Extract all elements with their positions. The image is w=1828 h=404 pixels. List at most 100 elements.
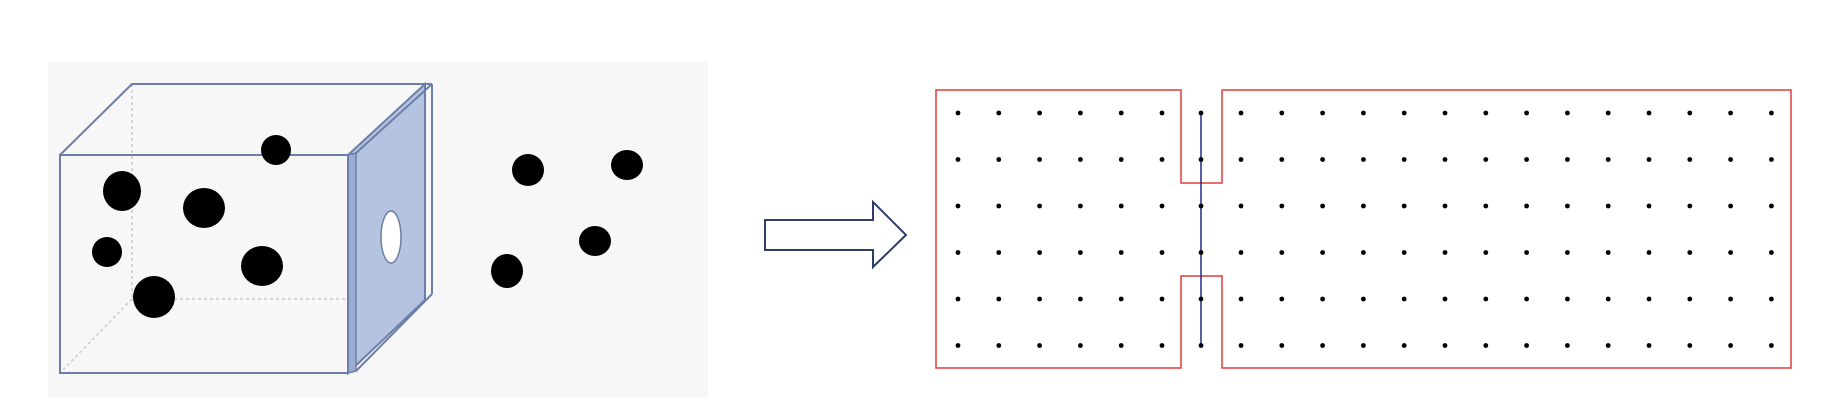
lattice-dot-left [1118,343,1124,348]
particle [133,276,175,318]
lattice-dot-slit [1198,343,1204,348]
lattice-dot-right [1565,250,1570,255]
box-top-edges [59,83,425,156]
lattice-dot-right [1646,203,1652,209]
lattice-dot-right [1646,110,1652,116]
lattice-dot-left [1159,157,1165,162]
particle [92,237,122,267]
lattice-dot-left [955,110,961,116]
lattice-dot-left [955,203,961,209]
lattice-dot-right [1524,343,1529,348]
lattice-dot-right [1728,250,1733,255]
right-arrow-icon [764,199,908,270]
lattice-dot-right [1401,343,1407,348]
lattice-dot-left [1037,250,1042,255]
lattice-dot-right [1279,203,1285,209]
lattice-dot-slit [1198,157,1204,162]
lattice-dot-left [1118,110,1124,116]
lattice-dot-right [1605,110,1611,116]
particle [261,135,291,165]
lattice-dot-right [1361,157,1366,162]
lattice-dot-right [1442,296,1448,302]
lattice-dot-right [1320,110,1325,116]
lattice-dot-left [996,157,1002,162]
lattice-dot-right [1361,203,1366,209]
box-hidden-edges [59,84,424,374]
lattice-dot-right [1646,157,1652,162]
lattice-dot-right [1279,343,1285,348]
lattice-dot-right [1565,203,1570,209]
lattice-dot-right [1279,250,1285,255]
lattice-dot-left [1159,296,1165,302]
lattice-dot-slit [1198,296,1204,302]
lattice-dot-right [1320,203,1325,209]
lattice-dot-right [1728,110,1733,116]
lattice-dot-right [1769,110,1774,116]
lattice-dot-right [1483,110,1489,116]
lattice-dot-left [955,157,961,162]
lattice-dot-right [1728,203,1733,209]
box-top-side-edge [355,83,433,154]
lattice-dot-right [1361,110,1366,116]
lattice-dot-left [996,343,1002,348]
lattice-dot-right [1605,296,1611,302]
lattice-dot-left [1078,343,1083,348]
lattice-dot-right [1524,296,1529,302]
lattice-dot-right [1238,296,1244,302]
domain-boundary [935,89,1792,369]
lattice-dot-right [1401,250,1407,255]
lattice-dot-right [1483,343,1489,348]
lattice-dot-right [1524,157,1529,162]
lattice-dot-right [1687,110,1693,116]
lattice-dot-right [1687,203,1693,209]
lattice-dot-right [1605,343,1611,348]
lattice-dot-right [1279,110,1285,116]
lattice-dot-right [1728,343,1733,348]
lattice-dot-left [996,296,1002,302]
lattice-dot-right [1401,110,1407,116]
lattice-dot-right [1524,250,1529,255]
lattice-dot-right [1728,296,1733,302]
lattice-dots [955,110,1774,348]
lattice-dot-right [1238,157,1244,162]
lattice-dot-right [1646,343,1652,348]
lattice-dot-left [1037,110,1042,116]
lattice-dot-right [1238,203,1244,209]
lattice-dot-right [1442,343,1448,348]
particle [103,171,141,211]
lattice-dot-right [1361,250,1366,255]
lattice-dot-right [1361,296,1366,302]
particle [579,226,611,256]
lattice-dot-right [1483,250,1489,255]
lattice-dot-left [955,343,961,348]
lattice-dot-right [1320,343,1325,348]
lattice-dot-left [1037,343,1042,348]
lattice-dot-right [1769,157,1774,162]
lattice-dot-right [1320,250,1325,255]
lattice-dot-left [1159,250,1165,255]
lattice-dot-right [1361,343,1366,348]
lattice-dot-right [1769,343,1774,348]
lattice-dot-right [1442,203,1448,209]
lattice-dot-right [1483,296,1489,302]
lattice-dot-right [1401,157,1407,162]
lattice-dot-slit [1198,250,1204,255]
lattice-dot-right [1769,296,1774,302]
particle [611,150,643,180]
box-scene [48,62,708,398]
lattice-dot-slit [1198,110,1204,116]
particle [183,188,225,228]
lattice-dot-right [1483,157,1489,162]
lattice-dot-left [1159,110,1165,116]
lattice-dot-right [1238,343,1244,348]
lattice-dot-left [1159,343,1165,348]
lattice-dot-left [1078,157,1083,162]
lattice-dot-right [1565,343,1570,348]
lattice-dot-right [1565,110,1570,116]
lattice-dot-right [1728,157,1733,162]
lattice-dot-left [1118,250,1124,255]
lattice-dot-left [1159,203,1165,209]
lattice-dot-left [996,110,1002,116]
lattice-dot-right [1605,203,1611,209]
box-bottom-side-edge [355,293,433,372]
